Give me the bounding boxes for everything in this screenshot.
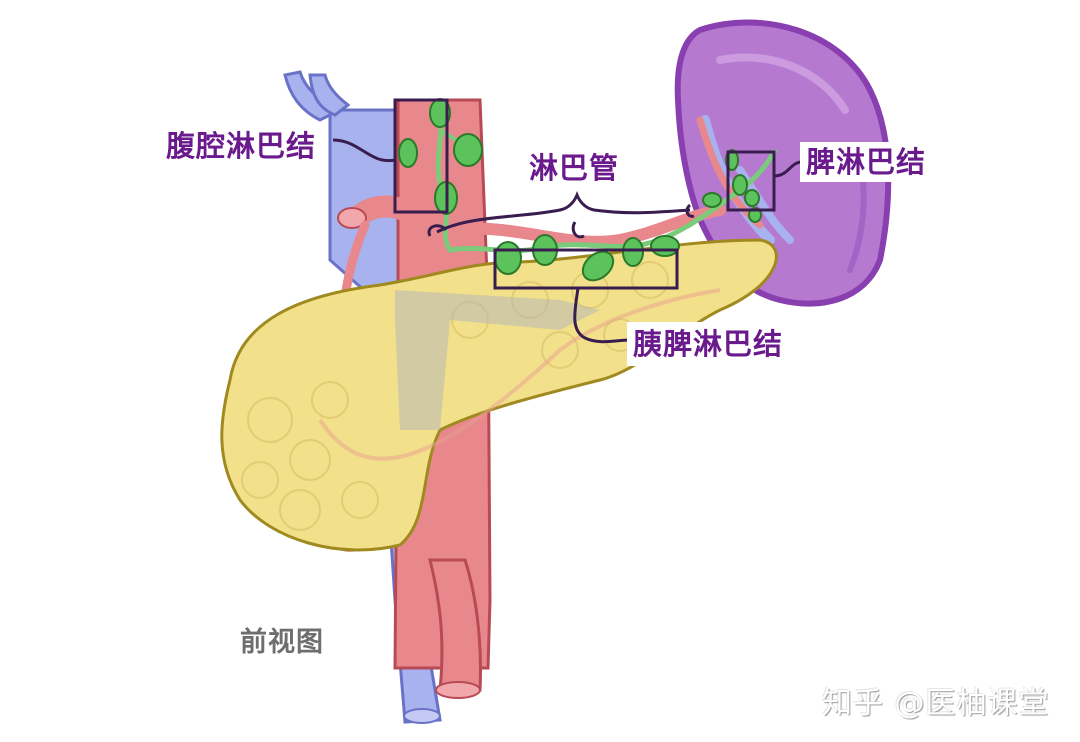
lymph-node <box>744 189 760 207</box>
lymph-node <box>732 174 748 196</box>
lymph-node <box>702 192 722 208</box>
label-celiac-lymph-nodes: 腹腔淋巴结 <box>160 126 323 166</box>
pancreaticosplenic-nodes-box <box>493 248 679 290</box>
pancreas <box>220 238 778 552</box>
splenic-nodes-box <box>726 150 776 212</box>
label-pancreaticosplenic-lymph-nodes: 胰脾淋巴结 <box>627 322 792 366</box>
view-label: 前视图 <box>240 627 324 658</box>
lymph-node <box>398 138 418 168</box>
celiac-nodes-box <box>393 98 449 214</box>
label-lymph-vessels: 淋巴管 <box>523 148 626 188</box>
label-splenic-lymph-nodes: 脾淋巴结 <box>800 142 933 182</box>
spleen <box>674 19 892 307</box>
lymph-node <box>581 250 615 282</box>
lymph-node <box>494 241 522 275</box>
lymph-node <box>453 133 483 167</box>
lymph-node <box>622 237 644 267</box>
annotation-brackets <box>332 98 806 344</box>
watermark: 知乎 @医柚课堂 <box>822 686 1050 721</box>
lymph-node <box>650 235 680 257</box>
